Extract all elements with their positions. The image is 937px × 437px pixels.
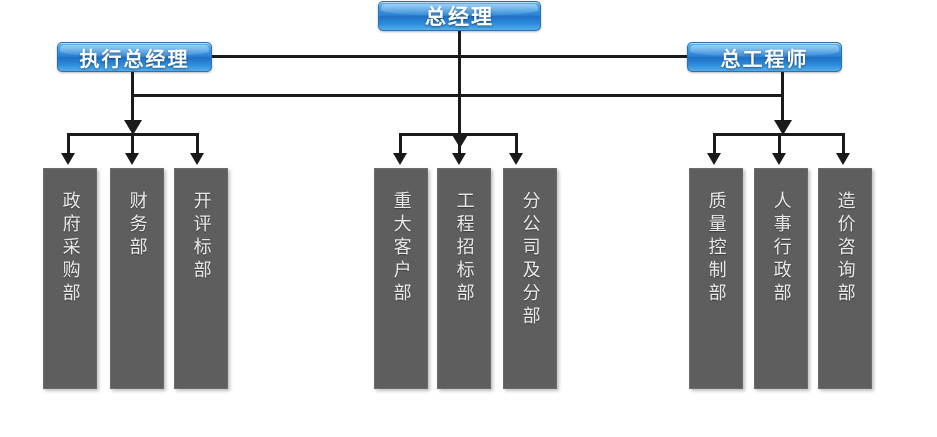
connector-mid-rail bbox=[131, 94, 784, 97]
connector-center-branch-2 bbox=[458, 133, 461, 155]
arrow-left-dept-3 bbox=[190, 153, 204, 165]
dept-finance-label: 财务部 bbox=[126, 191, 148, 260]
dept-engineering-bidding-label: 工程招标部 bbox=[453, 191, 475, 306]
arrow-egm-to-group bbox=[124, 120, 142, 135]
node-chief-engineer[interactable]: 总工程师 bbox=[687, 42, 842, 72]
dept-finance[interactable]: 财务部 bbox=[110, 168, 164, 389]
connector-right-branch-3 bbox=[842, 133, 845, 155]
dept-bid-opening-evaluation[interactable]: 开评标部 bbox=[174, 168, 228, 389]
dept-major-clients[interactable]: 重大客户部 bbox=[374, 168, 428, 389]
dept-hr-administration-label: 人事行政部 bbox=[770, 191, 792, 306]
dept-quality-control-label: 质量控制部 bbox=[705, 191, 727, 306]
arrow-left-dept-1 bbox=[61, 153, 75, 165]
dept-engineering-bidding[interactable]: 工程招标部 bbox=[437, 168, 491, 389]
dept-bid-opening-evaluation-label: 开评标部 bbox=[190, 191, 212, 283]
connector-left-branch-2 bbox=[131, 133, 134, 155]
arrow-center-dept-1 bbox=[393, 153, 407, 165]
arrow-center-dept-3 bbox=[509, 153, 523, 165]
connector-left-branch-1 bbox=[67, 133, 70, 155]
connector-center-branch-1 bbox=[399, 133, 402, 155]
connector-chiefeng-vertical bbox=[781, 72, 784, 122]
node-general-manager-label: 总经理 bbox=[425, 5, 494, 29]
arrow-right-dept-1 bbox=[707, 153, 721, 165]
connector-center-branch-3 bbox=[515, 133, 518, 155]
dept-quality-control[interactable]: 质量控制部 bbox=[689, 168, 743, 389]
connector-right-branch-2 bbox=[778, 133, 781, 155]
connector-right-branch-1 bbox=[713, 133, 716, 155]
node-general-manager[interactable]: 总经理 bbox=[378, 1, 541, 31]
dept-hr-administration[interactable]: 人事行政部 bbox=[754, 168, 808, 389]
arrow-right-dept-2 bbox=[772, 153, 786, 165]
arrow-left-dept-2 bbox=[125, 153, 139, 165]
arrow-right-dept-3 bbox=[836, 153, 850, 165]
node-executive-general-manager-label: 执行总经理 bbox=[79, 46, 190, 71]
node-chief-engineer-label: 总工程师 bbox=[720, 46, 809, 71]
arrow-center-dept-2 bbox=[452, 153, 466, 165]
dept-cost-consulting-label: 造价咨询部 bbox=[834, 191, 856, 306]
dept-branches-divisions-label: 分公司及分部 bbox=[519, 191, 541, 329]
connector-gm-vertical-upper bbox=[458, 31, 461, 55]
arrow-chiefeng-to-group bbox=[774, 120, 792, 135]
dept-cost-consulting[interactable]: 造价咨询部 bbox=[818, 168, 872, 389]
node-executive-general-manager[interactable]: 执行总经理 bbox=[57, 42, 212, 72]
dept-government-procurement[interactable]: 政府采购部 bbox=[43, 168, 97, 389]
dept-major-clients-label: 重大客户部 bbox=[390, 191, 412, 306]
connector-executive-crossbar bbox=[212, 55, 687, 58]
connector-egm-vertical bbox=[131, 72, 134, 122]
dept-branches-divisions[interactable]: 分公司及分部 bbox=[503, 168, 557, 389]
dept-government-procurement-label: 政府采购部 bbox=[59, 191, 81, 306]
connector-left-branch-3 bbox=[196, 133, 199, 155]
